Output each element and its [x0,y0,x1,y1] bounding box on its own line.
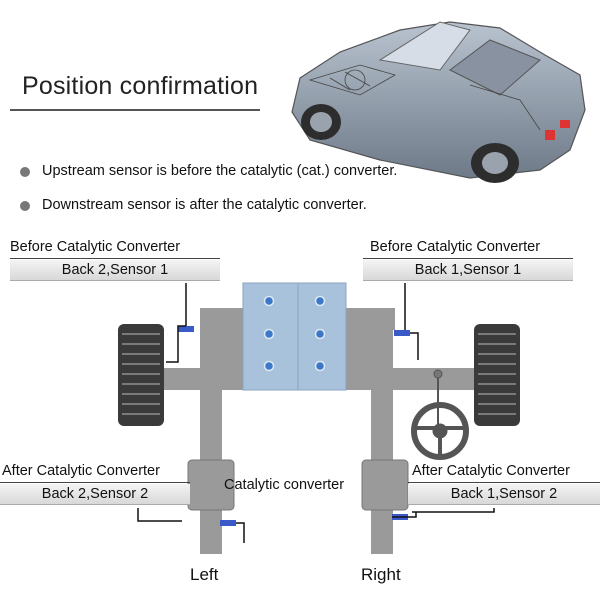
bullet-upstream: Upstream sensor is before the catalytic … [42,163,398,179]
label-sensor: Back 2,Sensor 2 [0,484,190,505]
label-title: Before Catalytic Converter [10,239,181,255]
catalytic-converter-label: Catalytic converter [224,477,345,493]
bullet-dot [20,201,30,211]
label-sensor: Back 2,Sensor 1 [10,260,220,281]
label-divider [0,482,190,483]
bullet-dot [20,167,30,177]
page-title: Position confirmation [22,72,259,100]
engine-block [242,282,347,391]
left-side-label: Left [190,565,219,584]
right-side-label: Right [361,565,401,584]
tire-icon [118,324,164,426]
steering-wheel-icon [411,369,469,460]
tire-icon [474,324,520,426]
car-illustration-icon [291,21,586,183]
label-title: Before Catalytic Converter [370,239,541,255]
label-divider [363,258,573,259]
label-divider [10,258,220,259]
title-underline [10,109,260,111]
cat-converter-right [362,460,408,510]
label-title: After Catalytic Converter [412,463,570,479]
label-title: After Catalytic Converter [2,463,160,479]
cat-converter-left [188,460,234,510]
label-sensor: Back 1,Sensor 2 [408,484,600,505]
bullet-downstream: Downstream sensor is after the catalytic… [42,197,367,213]
label-divider [408,482,600,483]
label-sensor: Back 1,Sensor 1 [363,260,573,281]
